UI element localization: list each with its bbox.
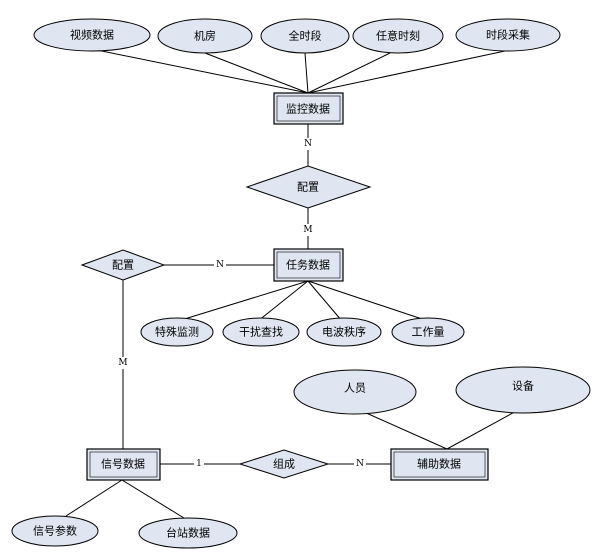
line-room-monitor [204, 52, 309, 94]
cardinality-signal-compose: 1 [194, 458, 204, 470]
line-aux-person [354, 407, 448, 450]
aux-attribute-device: 设备 [455, 366, 591, 414]
aux-attribute-person: 人员 [293, 369, 417, 415]
cardinality-monitor-config: N [303, 138, 313, 150]
entity-label: 任务数据 [286, 258, 330, 272]
line-task-workload [307, 280, 429, 322]
entity-label: 监控数据 [286, 102, 330, 116]
line-aux-device [446, 408, 521, 450]
relation-config-left: 配置 [80, 249, 166, 281]
task-attribute-order: 电波秩序 [306, 317, 382, 347]
attr-label: 时段采集 [486, 28, 530, 42]
cardinality-label: 1 [196, 459, 202, 469]
entity-label: 信号数据 [101, 457, 145, 471]
signal-attribute-param: 信号参数 [11, 515, 99, 547]
attr-label: 台站数据 [166, 526, 210, 540]
line-task-order [307, 280, 343, 322]
cardinality-task-leftconfig: N [214, 259, 226, 271]
cardinality-label: M [118, 358, 127, 368]
line-signal-param [65, 479, 123, 517]
attr-label: 工作量 [412, 326, 445, 339]
task-attribute-special: 特殊监测 [140, 317, 214, 347]
signal-attribute-station: 台站数据 [138, 517, 238, 549]
attr-label: 电波秩序 [322, 325, 366, 339]
attr-label: 人员 [344, 382, 366, 395]
cardinality-compose-aux: N [354, 458, 366, 470]
line-period-monitor [307, 50, 506, 94]
attr-label: 特殊监测 [155, 325, 199, 339]
attr-label: 信号参数 [33, 524, 77, 538]
cardinality-leftconfig-signal: M [117, 357, 129, 369]
line-signal-station [121, 479, 185, 519]
relation-compose: 组成 [238, 449, 330, 479]
attr-label: 全时段 [289, 29, 322, 43]
monitor-attribute-video: 视频数据 [33, 18, 151, 52]
cardinality-label: M [303, 225, 312, 235]
monitor-attribute-alltime: 全时段 [260, 18, 350, 54]
attr-label: 任意时刻 [376, 29, 420, 43]
monitor-attribute-room: 机房 [157, 18, 253, 54]
monitor-attribute-anytime: 任意时刻 [352, 18, 444, 54]
entity-label: 辅助数据 [417, 457, 461, 471]
attr-label: 设备 [512, 379, 534, 393]
relation-label: 配置 [112, 259, 134, 272]
entity-monitor: 监控数据 [273, 92, 344, 125]
entity-aux: 辅助数据 [390, 448, 489, 481]
entity-signal: 信号数据 [86, 448, 161, 481]
attr-label: 干扰查找 [239, 325, 283, 339]
line-task-interference [257, 280, 309, 322]
line-task-special [177, 280, 309, 322]
entity-task: 任务数据 [273, 248, 344, 282]
attr-label: 机房 [194, 29, 216, 43]
task-attribute-workload: 工作量 [391, 317, 465, 347]
relation-config-center: 配置 [245, 165, 372, 209]
line-video-monitor [91, 48, 309, 94]
cardinality-label: N [304, 139, 312, 149]
line-alltime-monitor [304, 52, 309, 94]
cardinality-label: N [216, 260, 224, 270]
line-anytime-monitor [307, 52, 391, 94]
cardinality-label: N [356, 459, 364, 469]
cardinality-config-task: M [303, 224, 313, 236]
relation-label: 配置 [297, 181, 319, 194]
task-attribute-interference: 干扰查找 [222, 317, 300, 347]
attr-label: 视频数据 [70, 28, 114, 42]
relation-label: 组成 [273, 457, 295, 471]
monitor-attribute-period: 时段采集 [455, 18, 561, 52]
